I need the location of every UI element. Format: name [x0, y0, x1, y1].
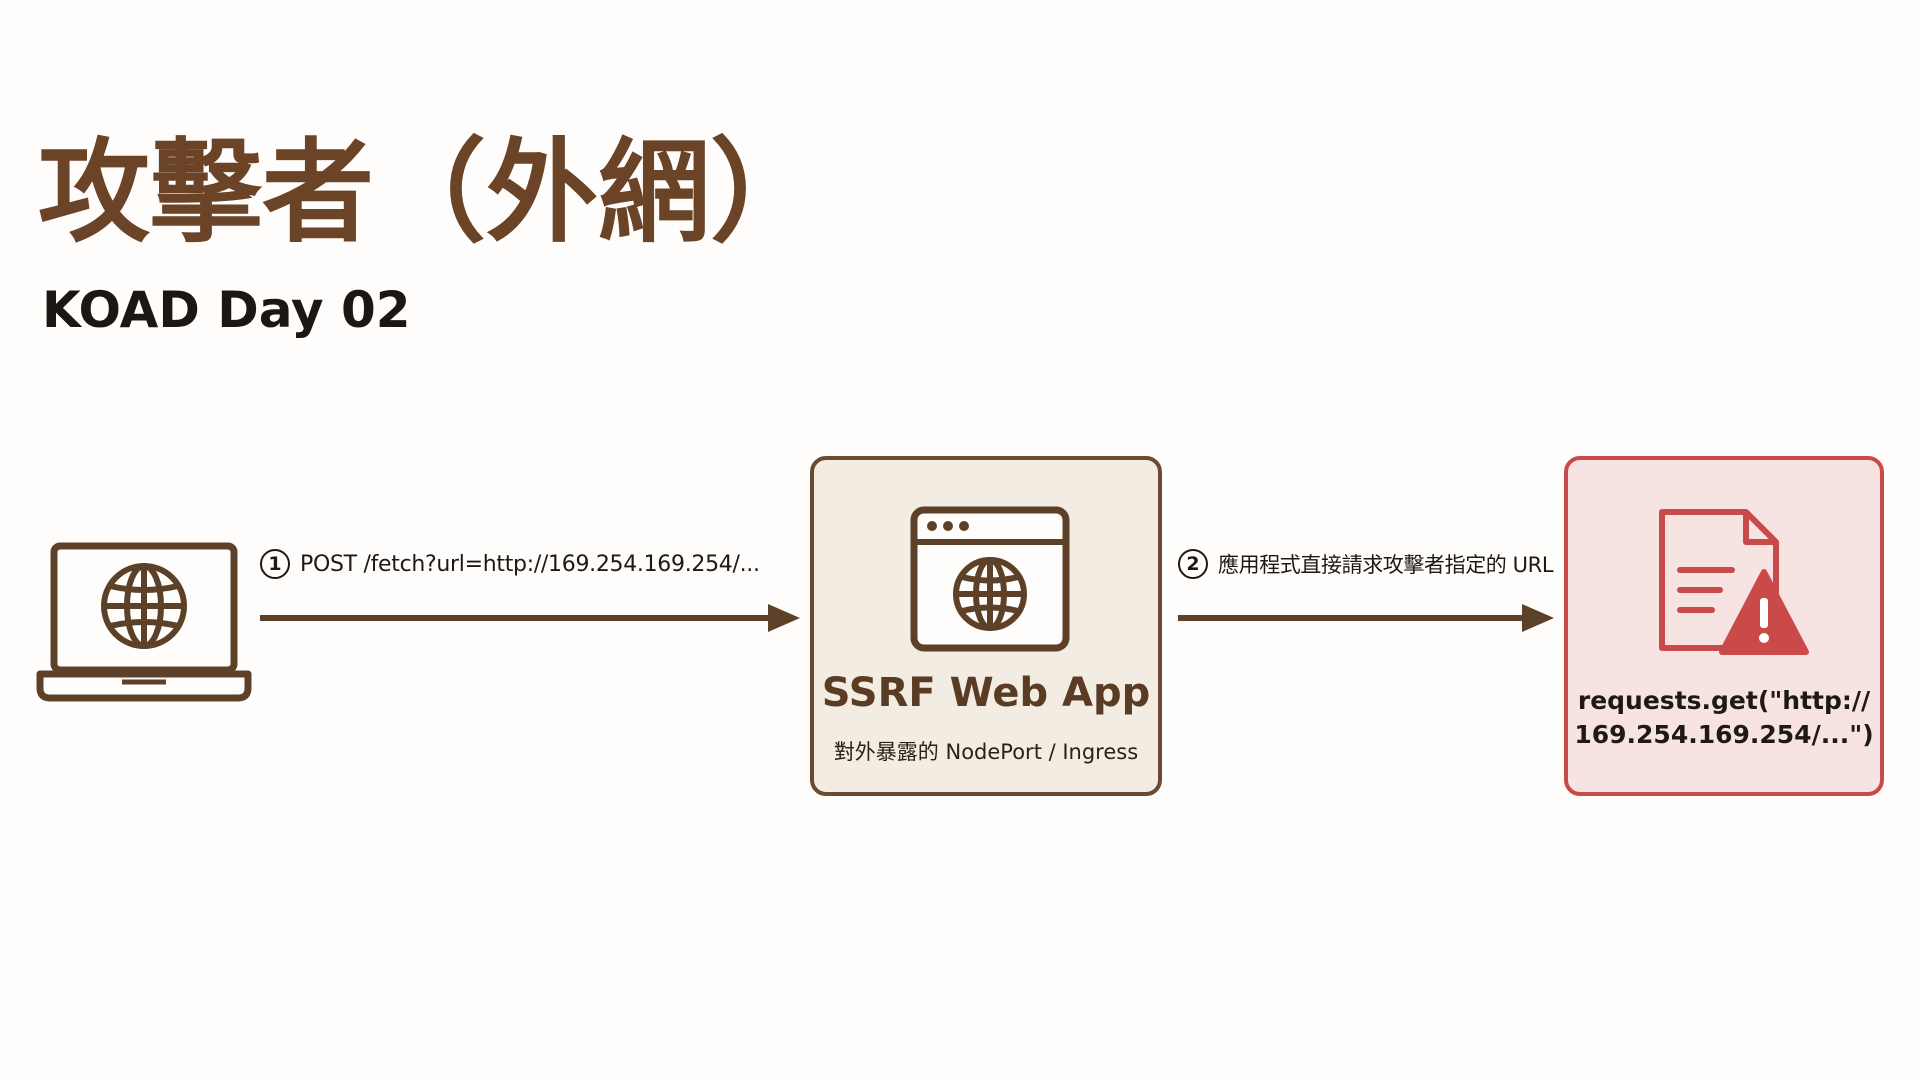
- laptop-globe-icon: [36, 538, 252, 704]
- step-1-number: 1: [260, 549, 290, 579]
- arrow-to-app: [260, 601, 800, 635]
- step-1-label: 1 POST /fetch?url=http://169.254.169.254…: [260, 549, 760, 579]
- step-1-text: POST /fetch?url=http://169.254.169.254/.…: [300, 551, 760, 577]
- step-2-number: 2: [1178, 549, 1208, 579]
- app-title: SSRF Web App: [821, 670, 1151, 716]
- ssrf-app-box: SSRF Web App 對外暴露的 NodePort / Ingress: [810, 456, 1162, 796]
- browser-window-globe-icon: [910, 506, 1070, 652]
- step-2-text: 應用程式直接請求攻擊者指定的 URL: [1218, 553, 1554, 577]
- request-code-line-2: 169.254.169.254/..."): [1574, 720, 1874, 749]
- request-code: requests.get("http:// 169.254.169.254/..…: [1568, 684, 1880, 752]
- arrow-to-target: [1178, 601, 1554, 635]
- page-subtitle: KOAD Day 02: [42, 281, 411, 339]
- document-warning-icon: [1654, 506, 1814, 666]
- app-subtitle: 對外暴露的 NodePort / Ingress: [833, 740, 1139, 764]
- metadata-request-box: requests.get("http:// 169.254.169.254/..…: [1564, 456, 1884, 796]
- request-code-line-1: requests.get("http://: [1577, 686, 1871, 715]
- page-title: 攻擊者（外網）: [38, 128, 822, 258]
- step-2-label: 2 應用程式直接請求攻擊者指定的 URL: [1178, 549, 1554, 579]
